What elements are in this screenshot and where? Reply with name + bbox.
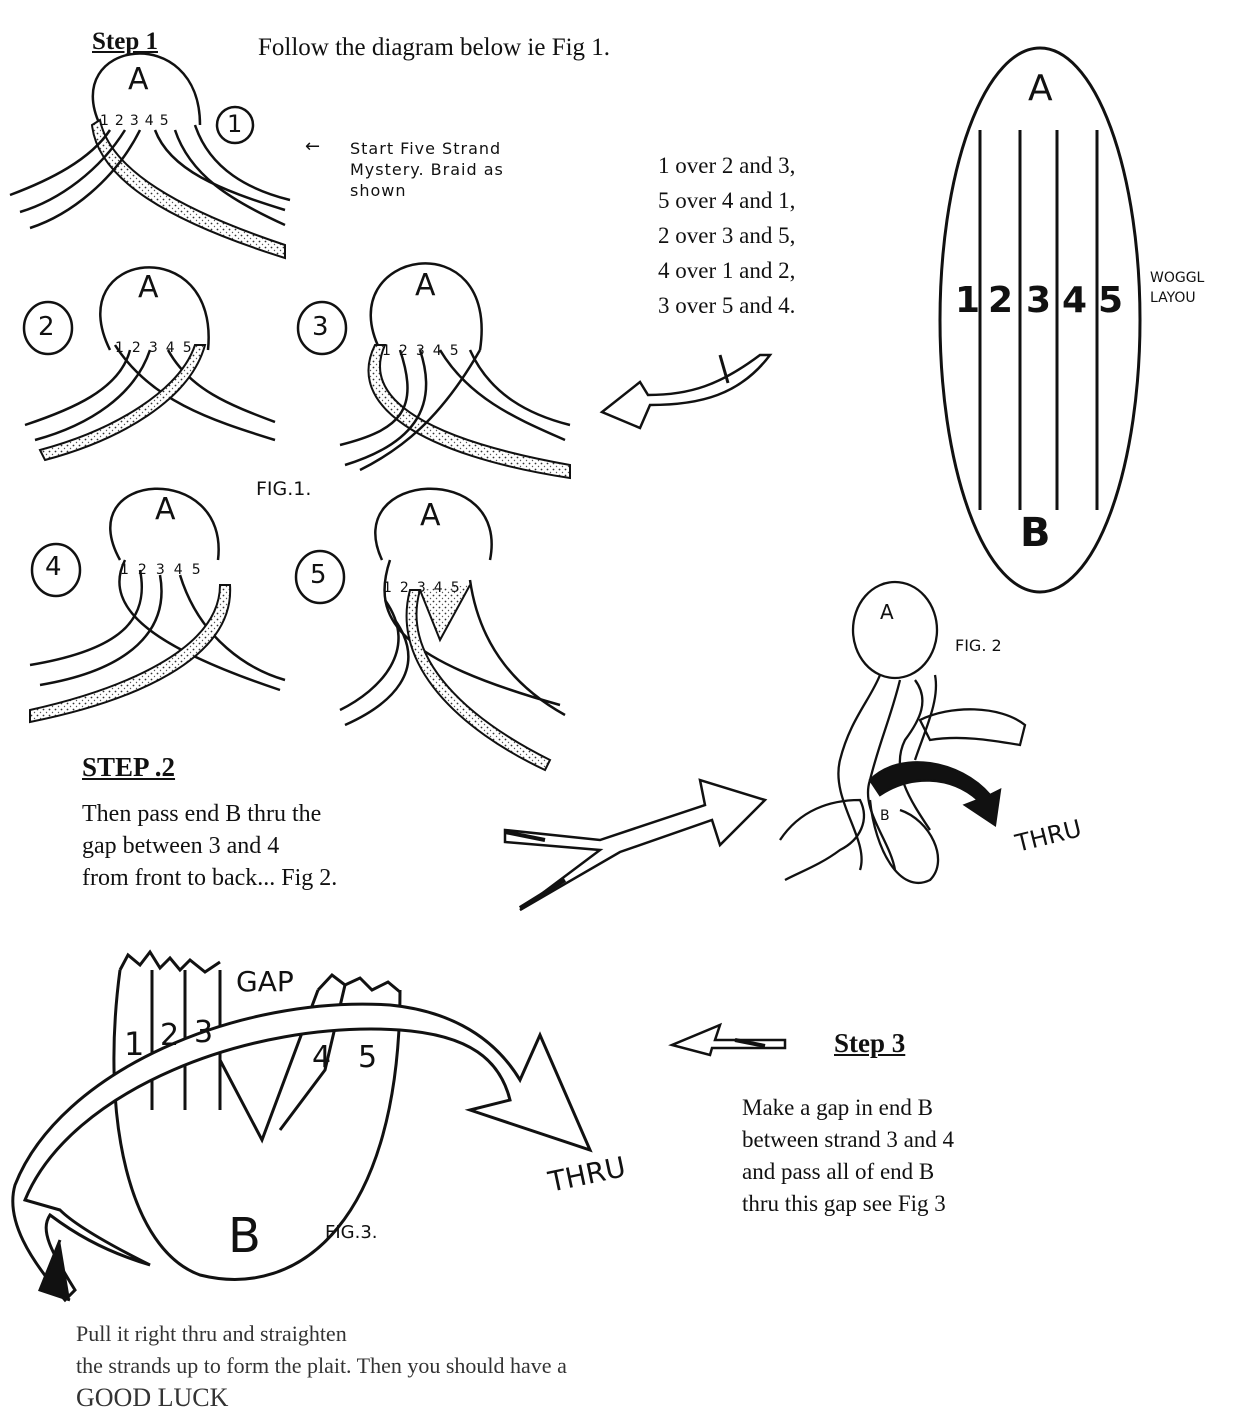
- start-note: Start Five Strand Mystery. Braid as show…: [350, 138, 504, 201]
- panel4-strand-band-dotted: [30, 585, 230, 722]
- layout-end-a-label: A: [1028, 68, 1053, 109]
- fig1-label: FIG.1.: [256, 478, 311, 500]
- panel2-end-a-label: A: [138, 270, 159, 305]
- panel5-end-a-label: A: [420, 498, 441, 533]
- fig2-right-hand: [920, 709, 1025, 745]
- fig2-illustration: [780, 582, 1025, 883]
- layout-strand-4: 4: [1062, 280, 1087, 321]
- layout-end-b-label: B: [1020, 510, 1051, 556]
- sequence-line-3: 2 over 3 and 5,: [658, 218, 795, 253]
- braid-sequence: 1 over 2 and 3, 5 over 4 and 1, 2 over 3…: [658, 148, 795, 323]
- fig2-end-a-label: A: [880, 600, 894, 624]
- footer-line-2: the strands up to form the plait. Then y…: [76, 1350, 567, 1382]
- panel4-number: 4: [45, 552, 62, 582]
- step2-title: STEP .2: [82, 752, 175, 783]
- fig2-label: FIG. 2: [955, 636, 1002, 655]
- layout-strand-3: 3: [1026, 280, 1051, 321]
- step3-title: Step 3: [834, 1028, 905, 1059]
- panel2-strand-numbers: 12345: [115, 340, 200, 356]
- fig3-strand-2: 2: [160, 1018, 179, 1053]
- sequence-line-1: 1 over 2 and 3,: [658, 148, 795, 183]
- fig3-strand-4: 4: [312, 1040, 331, 1075]
- fig2-end-b-label: B: [880, 808, 890, 824]
- start-note-line-3: shown: [350, 180, 504, 201]
- fig2-left-hand: [780, 800, 864, 880]
- footer-line-1: Pull it right thru and straighten: [76, 1318, 567, 1350]
- start-note-line-1: Start Five Strand: [350, 138, 504, 159]
- fig3-strand-3: 3: [194, 1015, 213, 1050]
- panel3-strand-band-dotted: [368, 345, 570, 478]
- fig3-thru-arrow: [13, 1004, 590, 1300]
- step2-text: Then pass end B thru the gap between 3 a…: [82, 798, 337, 894]
- start-note-arrow-icon: ←: [305, 136, 320, 157]
- panel5-number: 5: [310, 560, 327, 590]
- fig3-label: FIG.3.: [325, 1222, 378, 1243]
- sequence-line-4: 4 over 1 and 2,: [658, 253, 795, 288]
- panel3-strand-numbers: 12345: [382, 343, 467, 359]
- layout-caption: WOGGL LAYOU: [1150, 268, 1204, 308]
- fig3-gap-label: GAP: [236, 965, 294, 998]
- layout-strand-2: 2: [988, 280, 1013, 321]
- fig3-strand-5: 5: [358, 1040, 377, 1075]
- fig2-end-a-oval: [853, 582, 937, 678]
- footer-text: Pull it right thru and straighten the st…: [76, 1318, 567, 1414]
- fig3-end-b-label: B: [228, 1208, 261, 1264]
- panel4-strand-numbers: 12345: [120, 562, 210, 578]
- sequence-line-5: 3 over 5 and 4.: [658, 288, 795, 323]
- layout-strand-1: 1: [955, 280, 980, 321]
- left-arrow-to-fig1: [602, 355, 770, 428]
- panel1-end-a-label: A: [128, 62, 149, 97]
- step2-arrow-to-fig2: [505, 780, 765, 910]
- panel5-strand-numbers: 12345: [383, 580, 468, 596]
- panel4-end-a-label: A: [155, 492, 176, 527]
- footer-good-luck: GOOD LUCK: [76, 1382, 567, 1414]
- panel2-number: 2: [38, 312, 55, 342]
- fig3-illustration: [13, 952, 590, 1300]
- step1-title: Step 1: [92, 28, 158, 56]
- panel3-number: 3: [312, 312, 329, 342]
- layout-strand-5: 5: [1098, 280, 1123, 321]
- fig1-panel-1: [10, 54, 290, 258]
- start-note-line-2: Mystery. Braid as: [350, 159, 504, 180]
- step3-arrow-to-fig3: [672, 1025, 785, 1055]
- sequence-line-2: 5 over 4 and 1,: [658, 183, 795, 218]
- panel3-end-a-label: A: [415, 268, 436, 303]
- panel1-strand-numbers: 12345: [100, 113, 175, 129]
- panel1-number: 1: [227, 110, 242, 138]
- step1-instruction: Follow the diagram below ie Fig 1.: [258, 34, 610, 62]
- fig3-strand-1: 1: [124, 1025, 144, 1063]
